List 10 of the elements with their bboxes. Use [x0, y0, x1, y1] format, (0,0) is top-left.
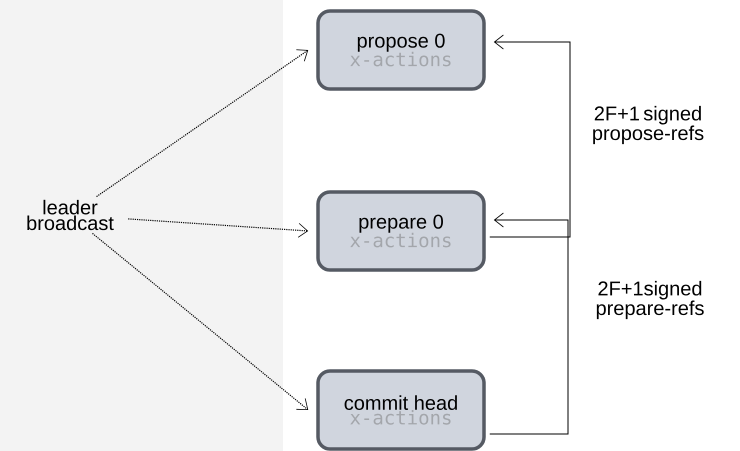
arrow — [489, 212, 568, 434]
arrow — [489, 34, 570, 238]
process-box: prepare 0 x-actions — [316, 190, 486, 272]
edge-label: 2F+1 signed propose-refs — [587, 104, 709, 146]
edge-label: 2F+1signed prepare-refs — [589, 280, 711, 320]
arrow — [128, 218, 308, 238]
process-box: propose 0 x-actions — [316, 9, 486, 91]
arrow — [92, 232, 308, 410]
node-label: leader broadcast — [27, 200, 114, 230]
arrow — [96, 49, 308, 198]
